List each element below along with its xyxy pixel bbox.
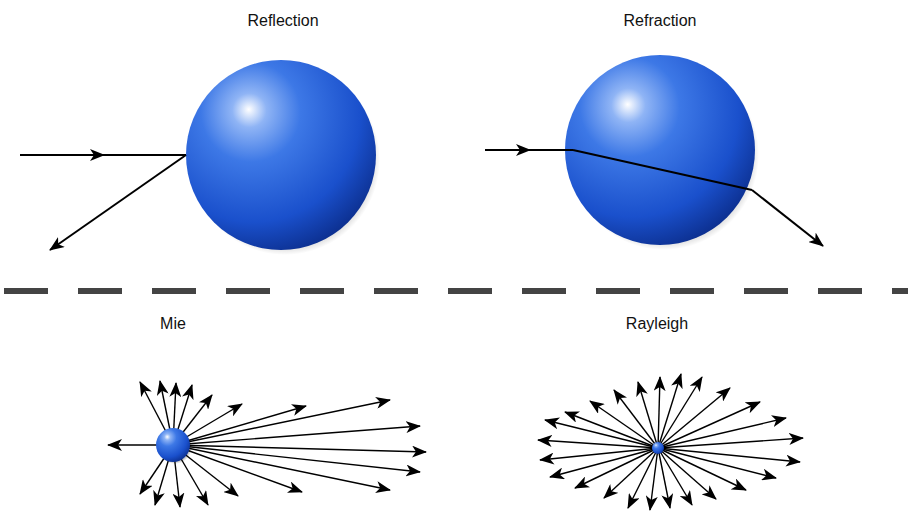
panel-label: Refraction [624,12,697,30]
rayleigh-figure [538,374,803,510]
panel-label: Mie [160,315,186,333]
refraction-figure [485,55,823,250]
mie-figure [108,381,426,507]
panel-label: Rayleigh [626,315,688,333]
panel-label: Reflection [247,12,318,30]
reflection-figure [20,60,380,255]
divider [4,288,908,294]
